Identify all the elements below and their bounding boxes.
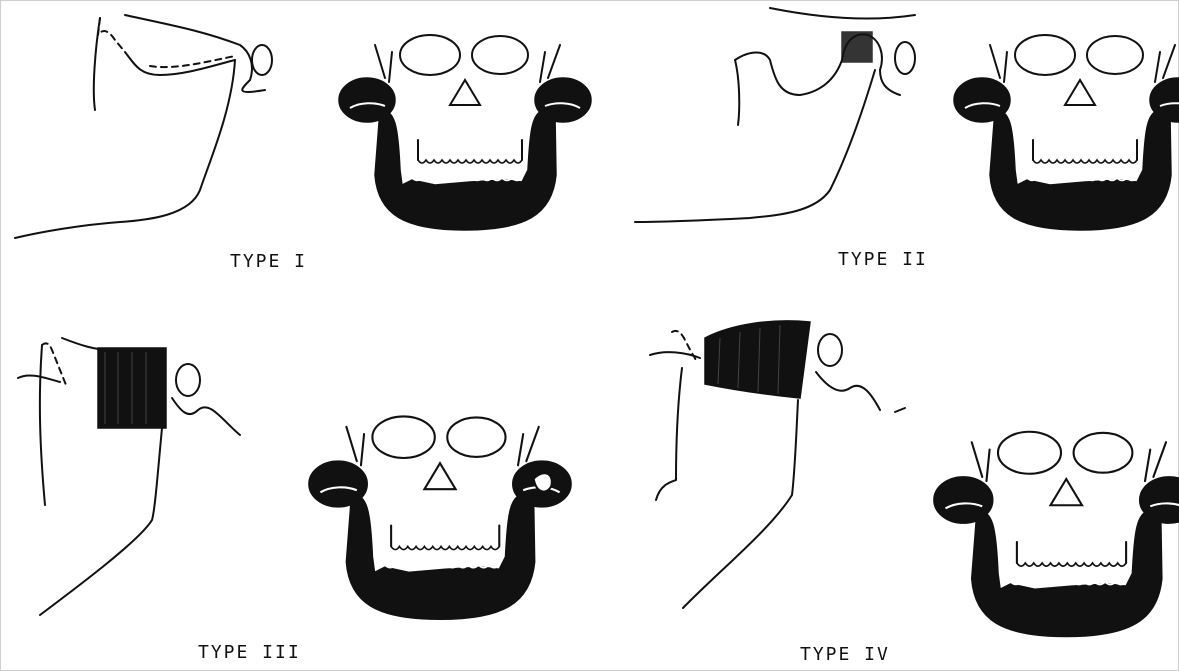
skull-front-type-1	[339, 35, 591, 230]
lateral-view-type-3	[18, 338, 240, 615]
panel-type-1: TYPE I	[15, 15, 591, 272]
label-type-1: TYPE I	[230, 251, 307, 272]
label-type-4: TYPE IV	[800, 644, 890, 665]
panel-type-2: TYPE II	[635, 8, 1179, 270]
panel-type-3: TYPE III	[18, 338, 571, 663]
ankylosis-mass-type-2	[842, 32, 872, 62]
lateral-view-type-4	[650, 321, 905, 608]
panel-type-4: TYPE IV	[650, 321, 1179, 665]
skull-front-type-4	[934, 432, 1179, 637]
skull-front-type-3	[309, 416, 571, 619]
label-type-2: TYPE II	[838, 249, 928, 270]
ankylosis-mass-type-4	[705, 321, 810, 398]
skull-front-type-2	[954, 35, 1179, 230]
lateral-view-type-1	[15, 15, 272, 238]
label-type-3: TYPE III	[198, 642, 301, 663]
lateral-view-type-2	[635, 8, 915, 222]
